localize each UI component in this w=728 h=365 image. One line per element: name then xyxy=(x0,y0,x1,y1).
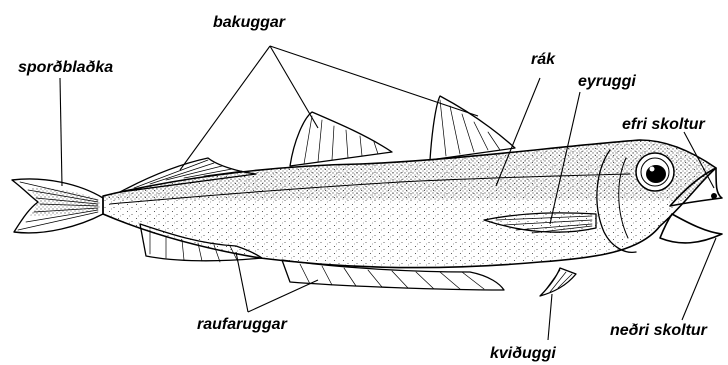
label-efri-skoltur: efri skoltur xyxy=(622,116,705,133)
leader-raufaruggar-1 xyxy=(236,252,248,312)
leader-spordbladka xyxy=(60,78,62,186)
label-kviduggi: kviðuggi xyxy=(490,345,556,362)
lower-jaw xyxy=(660,214,722,243)
leader-kviduggi xyxy=(548,294,552,340)
eye xyxy=(636,153,674,191)
dorsal-fin-middle xyxy=(290,112,392,166)
caudal-fin xyxy=(12,179,103,233)
leader-raufaruggar-2 xyxy=(248,280,318,312)
label-nedri-skoltur: neðri skoltur xyxy=(610,322,708,339)
leader-nedri-skoltur xyxy=(682,238,716,320)
label-raufaruggar: raufaruggar xyxy=(197,316,288,333)
dorsal-fin-front xyxy=(430,96,515,160)
fish-illustration xyxy=(12,96,722,296)
label-rak: rák xyxy=(531,51,556,68)
pelvic-fin xyxy=(540,268,576,296)
leader-bakuggar-rear xyxy=(180,46,270,170)
label-eyruggi: eyruggi xyxy=(578,73,636,90)
label-bakuggar: bakuggar xyxy=(213,14,286,31)
leader-bakuggar-front xyxy=(270,46,478,116)
label-spordbladka: sporðblaðka xyxy=(18,59,113,76)
leader-bakuggar-middle xyxy=(270,46,318,128)
